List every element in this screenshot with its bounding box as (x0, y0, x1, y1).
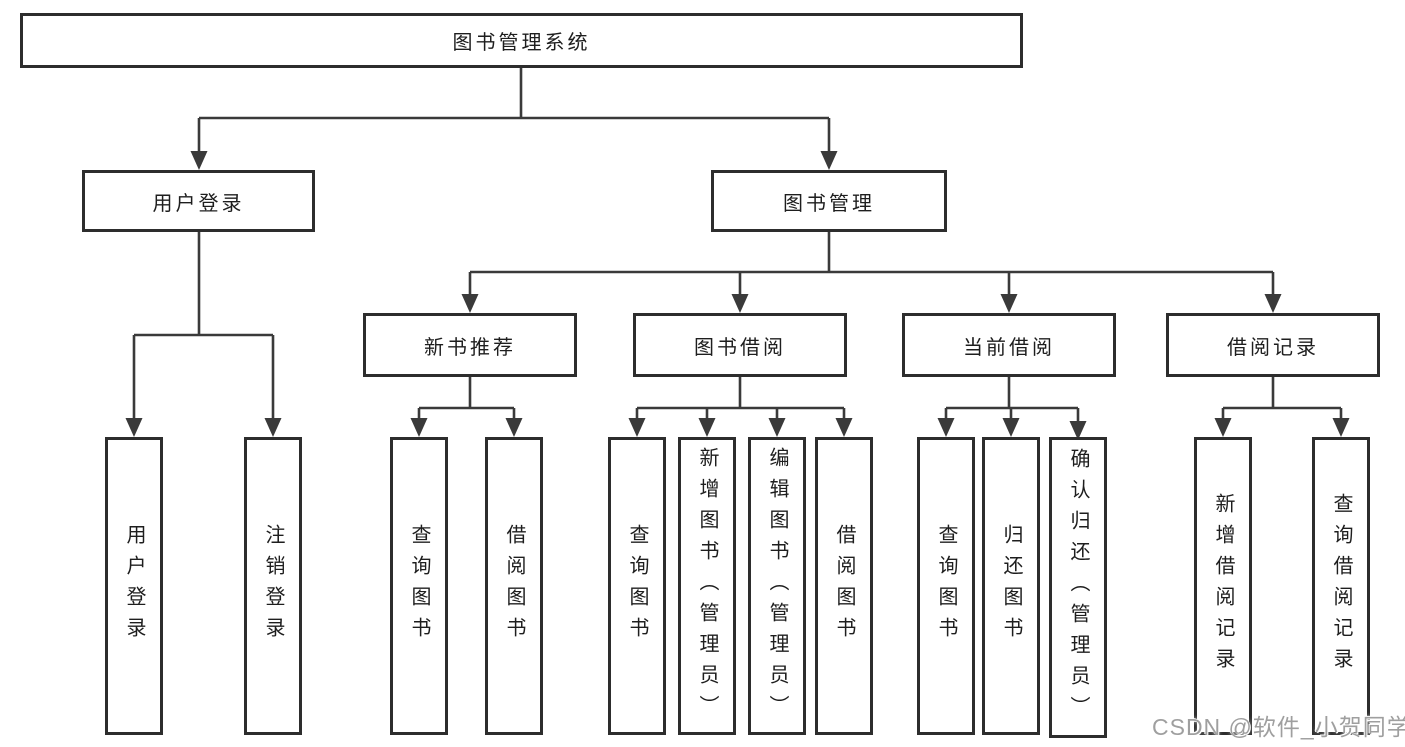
node-current-borrowing: 当前借阅 (902, 313, 1116, 377)
arrowhead-icon (1332, 418, 1350, 437)
node-label: 注销登录 (262, 524, 284, 648)
node-label: 确认归还（管理员） (1067, 448, 1089, 727)
watermark: CSDN @软件_小贺同学 (1152, 714, 1405, 740)
leaf-add-borrow-record: 新增借阅记录 (1194, 437, 1252, 735)
arrowhead-icon (1002, 418, 1020, 437)
node-label: 新书推荐 (424, 336, 516, 359)
node-label: 查询图书 (408, 524, 430, 648)
node-label: 图书借阅 (694, 336, 786, 359)
node-library-management-system: 图书管理系统 (20, 13, 1023, 68)
arrowhead-icon (1000, 294, 1018, 313)
node-new-book-recommendation: 新书推荐 (363, 313, 577, 377)
leaf-borrow-books-recommend: 借阅图书 (485, 437, 543, 735)
node-book-borrowing: 图书借阅 (633, 313, 847, 377)
node-label: 借阅图书 (503, 524, 525, 648)
node-label: 用户登录 (123, 524, 145, 648)
node-label: 图书管理 (783, 192, 875, 215)
node-label: 用户登录 (152, 192, 245, 215)
arrowhead-icon (1069, 421, 1087, 440)
node-borrowing-records: 借阅记录 (1166, 313, 1380, 377)
arrowhead-icon (698, 418, 716, 437)
arrowhead-icon (264, 418, 282, 437)
arrowhead-icon (125, 418, 143, 437)
arrowhead-icon (820, 151, 838, 170)
node-label: 查询图书 (626, 524, 648, 648)
node-book-management: 图书管理 (711, 170, 947, 232)
arrowhead-icon (410, 418, 428, 437)
arrowhead-icon (768, 418, 786, 437)
leaf-query-borrow-record: 查询借阅记录 (1312, 437, 1370, 735)
node-label: 查询借阅记录 (1330, 493, 1352, 679)
leaf-logout: 注销登录 (244, 437, 302, 735)
node-label: 新增图书（管理员） (696, 446, 718, 726)
arrowhead-icon (628, 418, 646, 437)
node-label: 借阅图书 (833, 524, 855, 648)
leaf-user-login: 用户登录 (105, 437, 163, 735)
arrowhead-icon (731, 294, 749, 313)
node-label: 图书管理系统 (452, 32, 591, 54)
leaf-confirm-return-admin: 确认归还（管理员） (1049, 437, 1107, 738)
leaf-add-book-admin: 新增图书（管理员） (678, 437, 736, 735)
arrowhead-icon (835, 418, 853, 437)
leaf-edit-book-admin: 编辑图书（管理员） (748, 437, 806, 735)
node-label: 编辑图书（管理员） (766, 446, 788, 726)
arrowhead-icon (190, 151, 208, 170)
node-label: 查询图书 (935, 524, 957, 648)
arrowhead-icon (1264, 294, 1282, 313)
node-label: 当前借阅 (963, 336, 1055, 359)
leaf-query-books-borrowing: 查询图书 (608, 437, 666, 735)
leaf-query-books-recommend: 查询图书 (390, 437, 448, 735)
node-label: 新增借阅记录 (1212, 493, 1234, 679)
leaf-borrow-books-borrowing: 借阅图书 (815, 437, 873, 735)
leaf-return-books: 归还图书 (982, 437, 1040, 735)
arrowhead-icon (461, 294, 479, 313)
arrowhead-icon (1214, 418, 1232, 437)
node-label: 借阅记录 (1227, 336, 1319, 359)
node-user-login: 用户登录 (82, 170, 315, 232)
arrowhead-icon (937, 418, 955, 437)
arrowhead-icon (505, 418, 523, 437)
leaf-query-books-current: 查询图书 (917, 437, 975, 735)
node-label: 归还图书 (1000, 524, 1022, 648)
